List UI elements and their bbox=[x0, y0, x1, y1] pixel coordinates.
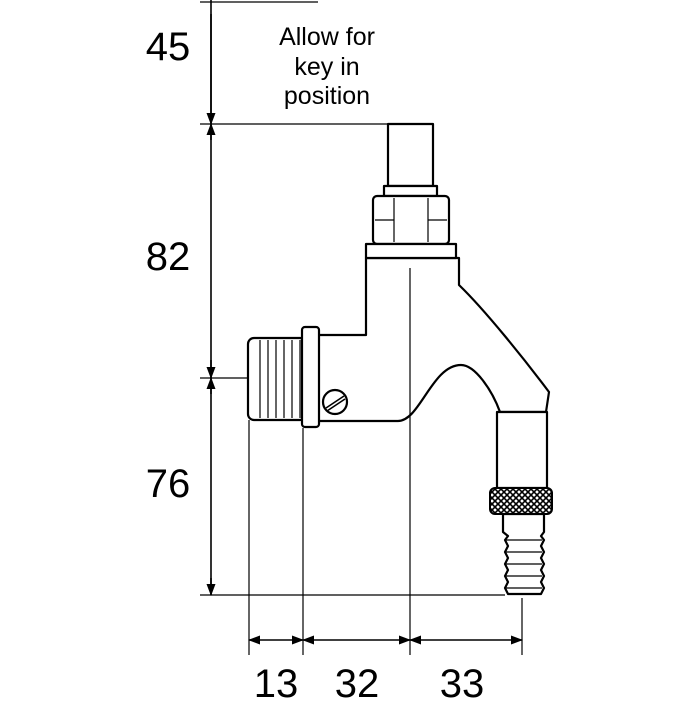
dimension-32-label: 32 bbox=[335, 662, 380, 700]
knurled-nut bbox=[489, 487, 553, 515]
screw-head bbox=[321, 388, 349, 416]
key-allowance-note: Allow for key in position bbox=[279, 23, 375, 110]
dimension-13-label: 13 bbox=[254, 662, 299, 700]
dimension-76-label: 76 bbox=[146, 462, 191, 506]
outlet-tube bbox=[495, 410, 549, 490]
dimension-45-label: 45 bbox=[146, 25, 191, 69]
inlet-thread-ridges bbox=[259, 340, 301, 418]
tap-body bbox=[316, 256, 551, 423]
inlet-thread bbox=[246, 336, 308, 422]
hose-tail bbox=[501, 512, 546, 596]
tap-illustration bbox=[246, 122, 553, 655]
note-line-2: key in bbox=[294, 53, 359, 81]
dimension-82-label: 82 bbox=[146, 235, 191, 279]
spindle-key bbox=[386, 122, 435, 188]
vertical-dimension-chain: 45 82 76 bbox=[146, 0, 505, 596]
bonnet-flange bbox=[364, 242, 458, 260]
inlet-flange bbox=[300, 325, 321, 429]
horizontal-dimension-chain: 13 32 33 bbox=[248, 420, 523, 705]
note-line-3: position bbox=[284, 82, 370, 110]
dimension-33-label: 33 bbox=[440, 662, 485, 700]
spindle-washer bbox=[382, 184, 439, 198]
note-line-1: Allow for bbox=[279, 23, 375, 51]
